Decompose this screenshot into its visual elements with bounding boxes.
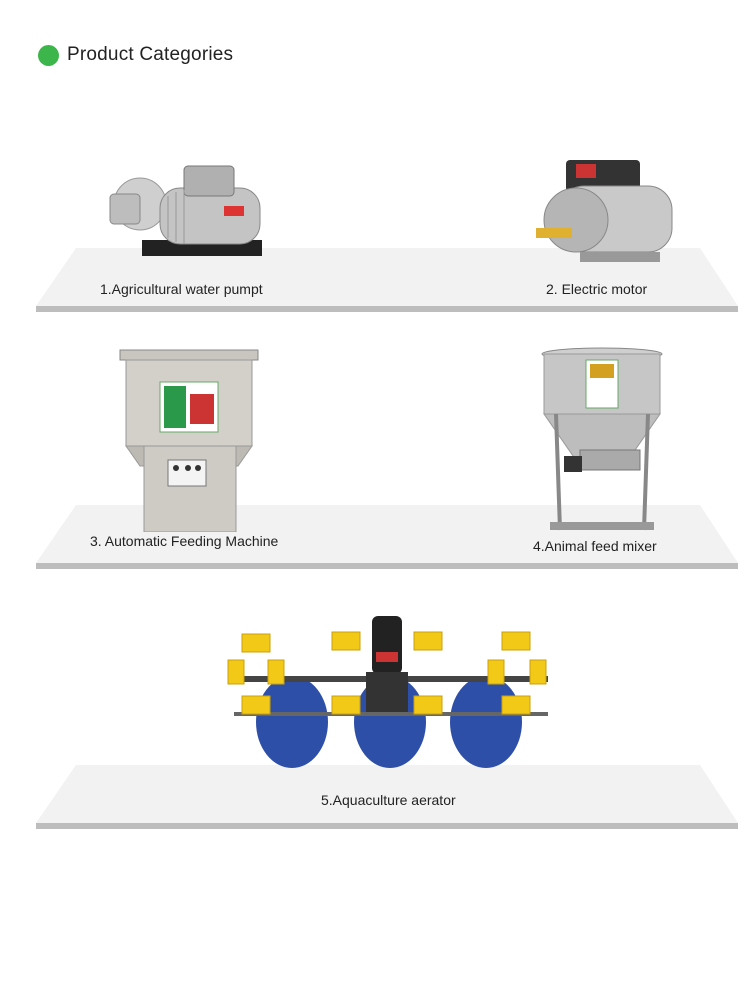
product-label-2: 2. Electric motor: [546, 281, 648, 297]
product-label-1: 1.Agricultural water pumpt: [100, 281, 263, 297]
section-header: Product Categories: [38, 44, 233, 66]
page-title: Product Categories: [67, 44, 234, 65]
water-pump-icon: [109, 165, 262, 256]
product-label-5: 5.Aquaculture aerator: [321, 792, 456, 808]
product-label-3: 3. Automatic Feeding Machine: [90, 533, 279, 549]
electric-motor-icon: [536, 160, 673, 262]
green-dot-icon: [38, 44, 59, 66]
product-label-4: 4.Animal feed mixer: [533, 538, 657, 554]
feed-mixer-icon: [541, 347, 663, 531]
shelf-1: [36, 248, 738, 312]
shelf-3: [36, 765, 738, 829]
aerator-icon: [227, 616, 548, 768]
feeding-machine-icon: [119, 349, 259, 532]
